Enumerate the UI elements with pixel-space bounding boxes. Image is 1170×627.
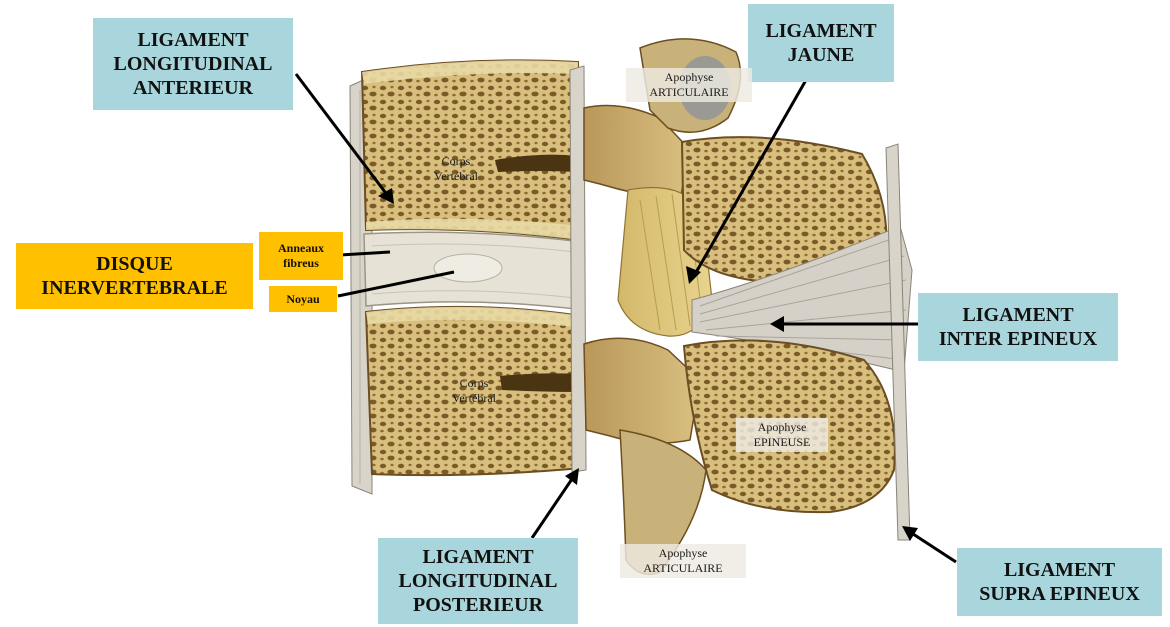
label-line: LIGAMENT <box>765 19 876 43</box>
label-noyau: Noyau <box>269 286 337 312</box>
label-disque-intervertebrale: DISQUE INERVERTEBRALE <box>16 243 253 309</box>
label-line: LONGITUDINAL <box>399 569 558 593</box>
text-apophyse-articulaire-bottom: Apophyse ARTICULAIRE <box>620 544 746 578</box>
label-anneaux-fibreus: Anneaux fibreus <box>259 232 343 280</box>
text-apophyse-epineuse: Apophyse EPINEUSE <box>736 418 828 452</box>
label-line: ANTERIEUR <box>133 76 253 100</box>
label-line: JAUNE <box>788 43 855 67</box>
label-line: DISQUE <box>96 252 173 276</box>
label-line: LIGAMENT <box>422 545 533 569</box>
label-line: LONGITUDINAL <box>114 52 273 76</box>
label-ligament-jaune: LIGAMENT JAUNE <box>748 4 894 82</box>
label-line: fibreus <box>283 256 319 271</box>
label-line: POSTERIEUR <box>413 593 543 617</box>
label-line: Anneaux <box>278 241 324 256</box>
label-line: SUPRA EPINEUX <box>979 582 1140 606</box>
upper-vertebral-body <box>362 60 580 240</box>
label-line: LIGAMENT <box>962 303 1073 327</box>
lower-pedicle <box>584 338 700 443</box>
label-ligament-longitudinal-anterieur: LIGAMENT LONGITUDINAL ANTERIEUR <box>93 18 293 110</box>
label-ligament-inter-epineux: LIGAMENT INTER EPINEUX <box>918 293 1118 361</box>
text-line: ARTICULAIRE <box>624 561 742 576</box>
label-line: INERVERTEBRALE <box>41 276 227 300</box>
nucleus <box>434 254 502 282</box>
text-apophyse-articulaire-top: Apophyse ARTICULAIRE <box>626 68 752 102</box>
text-line: Corps <box>418 154 494 169</box>
label-line: INTER EPINEUX <box>939 327 1097 351</box>
label-line: LIGAMENT <box>1004 558 1115 582</box>
label-line: LIGAMENT <box>137 28 248 52</box>
text-line: Corps <box>436 376 512 391</box>
text-corps-vertebral-top: Corps Vertébral <box>418 154 494 184</box>
label-ligament-longitudinal-posterieur: LIGAMENT LONGITUDINAL POSTERIEUR <box>378 538 578 624</box>
text-line: Apophyse <box>624 546 742 561</box>
text-line: ARTICULAIRE <box>630 85 748 100</box>
label-ligament-supra-epineux: LIGAMENT SUPRA EPINEUX <box>957 548 1162 616</box>
label-line: Noyau <box>286 292 319 307</box>
text-line: Apophyse <box>740 420 824 435</box>
text-corps-vertebral-bottom: Corps Vertébral <box>436 376 512 406</box>
text-line: Apophyse <box>630 70 748 85</box>
text-line: Vertébral <box>418 169 494 184</box>
text-line: Vertébral <box>436 391 512 406</box>
text-line: EPINEUSE <box>740 435 824 450</box>
